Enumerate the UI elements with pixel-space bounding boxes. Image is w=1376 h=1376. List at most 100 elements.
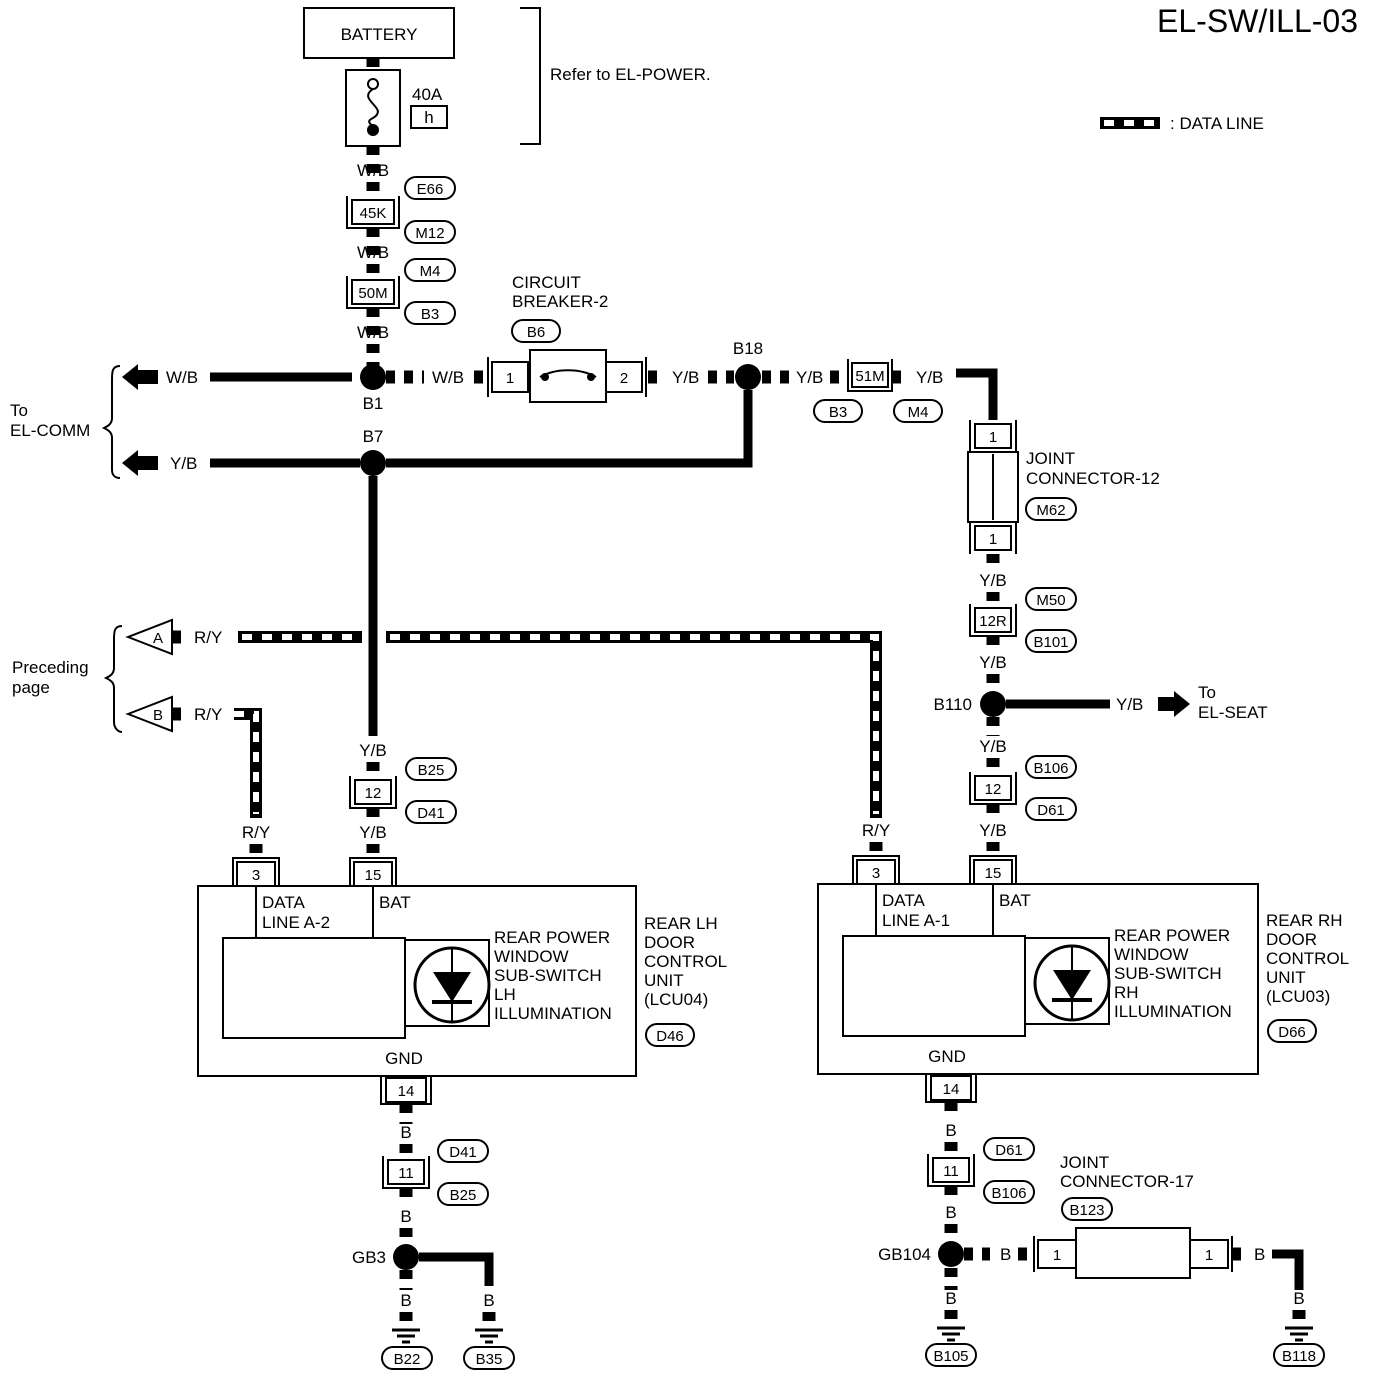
wire-label: B [1000,1245,1011,1264]
el-comm-brace [101,365,121,479]
svg-text:B35: B35 [476,1351,503,1368]
connector-45k: 45K [346,196,400,229]
lh-switch-line: SUB-SWITCH [494,966,602,985]
rh-bat: BAT [999,891,1031,910]
harness-tag-m62: M62 [1025,497,1077,521]
lh-switch-line: ILLUMINATION [494,1004,612,1023]
preceding-page-2: page [12,678,50,697]
svg-text:D41: D41 [449,1144,477,1161]
lh-unit-name: UNIT [644,971,684,990]
ground-icon [935,1326,967,1342]
svg-text:1: 1 [1205,1247,1213,1264]
fuse-id: h [424,108,433,127]
svg-text:D61: D61 [1037,802,1065,819]
wire-label: W/B [357,161,389,180]
harness-tag-d61: D61 [1025,797,1077,821]
rh-switch-line: ILLUMINATION [1114,1002,1232,1021]
arrow-left-icon [122,364,158,390]
junction-gb104 [938,1241,964,1267]
harness-tag-b3: B3 [404,301,456,325]
svg-text:B6: B6 [527,324,545,341]
rh-switch-line: SUB-SWITCH [1114,964,1222,983]
connector-12-lh: 12 [349,776,397,809]
wire-label: B [945,1289,956,1308]
rh-unit-name: DOOR [1266,930,1317,949]
wire-label: W/B [357,323,389,342]
svg-text:D41: D41 [417,805,445,822]
svg-text:B: B [153,707,163,724]
harness-tag-m4-right: M4 [893,399,943,423]
data-line-legend: : DATA LINE [1100,114,1264,133]
wire-label: B [1293,1289,1304,1308]
wire-label: Y/B [672,368,699,387]
svg-text:A: A [153,630,163,647]
rh-unit-name: (LCU03) [1266,987,1330,1006]
rh-unit-name: REAR RH [1266,911,1343,930]
wire-label: B [1254,1245,1265,1264]
harness-tag-b118: B118 [1273,1343,1325,1367]
wire-label: R/Y [862,821,890,840]
junction-label-b18: B18 [733,339,763,358]
ground-icon [473,1328,505,1344]
harness-tag-e66: E66 [404,176,456,200]
svg-text:12R: 12R [979,613,1007,630]
fuse-amp: 40A [412,85,443,104]
wire-label: R/Y [194,628,222,647]
svg-text:B106: B106 [991,1185,1026,1202]
lh-unit-name: (LCU04) [644,990,708,1009]
svg-text:3: 3 [252,867,260,884]
wire-label: Y/B [359,823,386,842]
svg-text:15: 15 [985,865,1002,882]
rh-gnd: GND [928,1047,966,1066]
junction-b7 [360,450,386,476]
wire-label: Y/B [979,653,1006,672]
joint-12-label-2: CONNECTOR-12 [1026,469,1160,488]
to-el-seat-1: To [1198,683,1216,702]
svg-text:B105: B105 [933,1348,968,1365]
wire-label: B [483,1291,494,1310]
svg-text:B101: B101 [1033,634,1068,651]
rh-unit-name: CONTROL [1266,949,1349,968]
lh-switch-line: WINDOW [494,947,569,966]
harness-tag-b25-lower: B25 [437,1182,489,1206]
svg-text:B118: B118 [1282,1348,1316,1365]
rh-switch-line: WINDOW [1114,945,1189,964]
svg-text:M62: M62 [1036,502,1065,519]
svg-text:B22: B22 [394,1351,421,1368]
rh-switch-line: RH [1114,983,1139,1002]
preceding-page-1: Preceding [12,658,89,677]
harness-tag-b106: B106 [1025,755,1077,779]
connector-11-rh: 11 [927,1154,975,1187]
junction-label-gb104: GB104 [878,1245,931,1264]
svg-text:M12: M12 [415,225,444,242]
junction-label-b7: B7 [363,427,384,446]
wire-label: B [945,1203,956,1222]
data-line-legend-label: : DATA LINE [1170,114,1264,133]
lh-data-line-2: LINE A-2 [262,913,330,932]
rear-rh-door-control-unit: 3 15 DATA LINE A-1 BAT REAR POWER WINDOW… [817,855,1259,1103]
lh-unit-name: CONTROL [644,952,727,971]
svg-text:1: 1 [989,429,997,446]
wire-label: Y/B [359,741,386,760]
svg-text:12: 12 [365,785,382,802]
wire-label: B [945,1121,956,1140]
lh-unit-name: DOOR [644,933,695,952]
svg-text:B106: B106 [1033,760,1068,777]
svg-text:14: 14 [398,1083,415,1100]
circuit-breaker-label-2: BREAKER-2 [512,292,608,311]
junction-label-b110: B110 [934,695,972,714]
preceding-brace [103,625,123,733]
rear-lh-door-control-unit: 3 15 DATA LINE A-2 BAT REAR POWER WINDOW… [197,857,637,1105]
to-el-comm-2: EL-COMM [10,421,90,440]
harness-tag-b35: B35 [463,1346,515,1370]
refer-power-text: Refer to EL-POWER. [550,65,711,84]
wire-label: Y/B [796,368,823,387]
svg-text:12: 12 [985,781,1002,798]
wire-label: W/B [166,368,198,387]
svg-text:B25: B25 [450,1187,477,1204]
lh-switch-line: LH [494,985,516,1004]
connector-12r: 12R [969,604,1017,637]
svg-text:M50: M50 [1036,592,1065,609]
svg-text:45K: 45K [360,205,387,222]
wire-label: R/Y [242,823,270,842]
